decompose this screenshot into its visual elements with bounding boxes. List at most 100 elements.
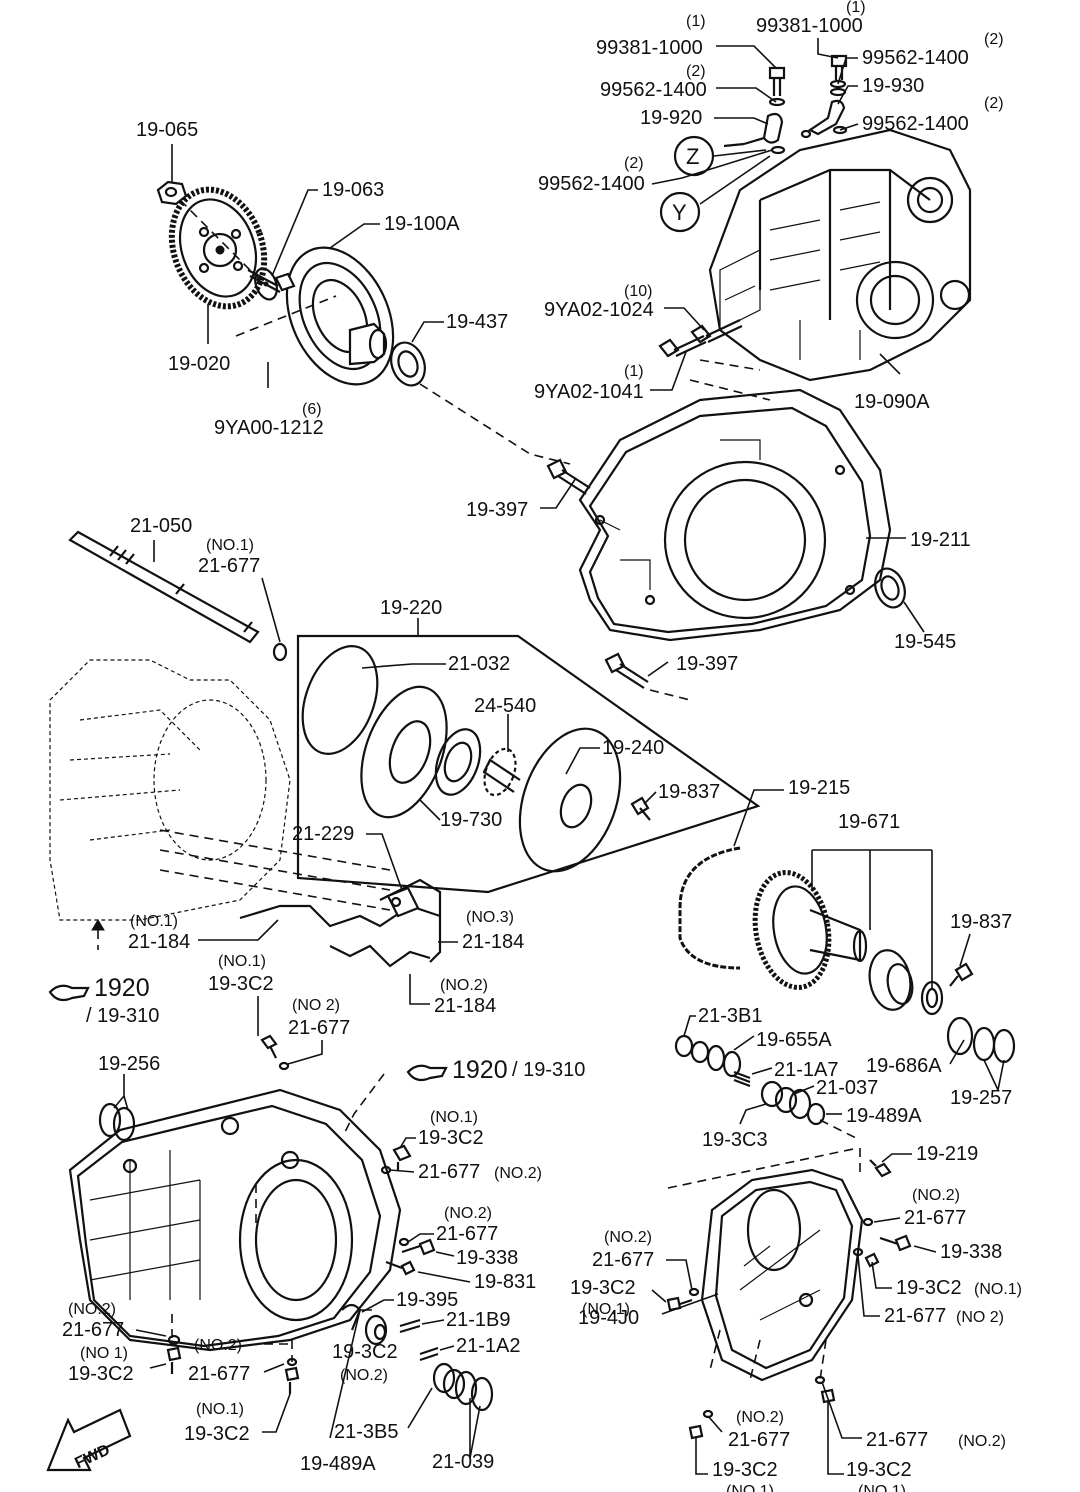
label-19-655a: 19-655A	[756, 1029, 832, 1051]
qty-21-677-d: (NO.2)	[736, 1409, 784, 1426]
label-21-032: 21-032	[448, 653, 510, 675]
label-19-220: 19-220	[380, 597, 442, 619]
dash-cover	[667, 1147, 861, 1381]
label-19-3c2-l-b: 19-3C2	[184, 1423, 250, 1445]
leader-21-677-l-b	[263, 1363, 285, 1373]
case-main-outline	[68, 1088, 402, 1352]
plug-19-3c2-l-a	[166, 1346, 182, 1374]
bolt-19-837-diff	[949, 962, 974, 987]
cover-flange	[714, 1180, 854, 1370]
dash-lower-plugs	[171, 1314, 293, 1362]
label-21-229: 21-229	[292, 823, 354, 845]
label-19-256: 19-256	[98, 1053, 160, 1075]
plug-19-3c2-c	[864, 1252, 880, 1268]
seal-19-257-b	[992, 1028, 1016, 1064]
label-99562-d: 99562-1400	[538, 173, 645, 195]
shaft-21-050	[68, 530, 260, 644]
leader-19-437	[411, 321, 444, 343]
ref-b-number: 1920	[452, 1056, 508, 1084]
washer-lower-left	[770, 145, 786, 155]
label-21-037: 21-037	[816, 1077, 878, 1099]
plug-19-3c2-d	[688, 1424, 704, 1440]
transaxle-body	[708, 128, 972, 382]
pipe-21-184-no2	[329, 944, 431, 968]
leader-21-1a7	[751, 1067, 773, 1075]
leader-19-686a	[949, 1039, 965, 1065]
label-21-677-l-a: 21-677	[62, 1319, 124, 1341]
oring-19-655a-a	[706, 1044, 726, 1072]
leader-99381-left	[716, 45, 777, 69]
leader-21-229	[366, 833, 403, 891]
leader-19-3c2-d	[695, 1438, 708, 1475]
label-19-065: 19-065	[136, 119, 198, 141]
label-19-063: 19-063	[322, 179, 384, 201]
plug-21-3b1	[674, 1034, 710, 1064]
leader-9ya02-1024	[664, 307, 705, 331]
label-9ya02-1024: 9YA02-1024	[544, 299, 654, 321]
cover-boss	[746, 1188, 802, 1272]
leader-19-730	[419, 799, 441, 821]
qty-21-677-r1: (NO.2)	[494, 1165, 542, 1182]
label-21-677-r2: 21-677	[436, 1223, 498, 1245]
leader-21-3b1	[683, 1015, 696, 1037]
label-19-831: 19-831	[474, 1271, 536, 1293]
converter-group	[156, 144, 571, 465]
label-21-184-no1: 21-184	[128, 931, 190, 953]
label-19-930: 19-930	[862, 75, 924, 97]
cover-19-730	[360, 685, 448, 819]
dash-bolt-397	[649, 689, 691, 701]
case-upper-ghost	[49, 659, 391, 921]
label-19-4j0: 19-4J0	[578, 1307, 639, 1329]
plug-19-3c2-top	[260, 1034, 278, 1059]
label-21-3b5: 21-3B5	[334, 1421, 399, 1443]
label-19-671: 19-671	[838, 811, 900, 833]
leader-21-677-top	[287, 1040, 323, 1065]
label-9ya00-1212: 9YA00-1212	[214, 417, 324, 439]
case-bore-inner	[254, 1178, 338, 1302]
plug-19-3c2-r1	[392, 1144, 412, 1170]
qty-99381-left: (1)	[686, 13, 706, 30]
leader-99562-left	[716, 87, 777, 103]
qty-19-3c2-l-b: (NO.1)	[196, 1401, 244, 1418]
housing-hole-2	[644, 594, 656, 606]
qty-21-677-r2: (NO.2)	[444, 1205, 492, 1222]
qty-19-3c2-l-a: (NO 1)	[80, 1345, 128, 1362]
label-21-677-no1: 21-677	[198, 555, 260, 577]
label-21-677-b: 21-677	[592, 1249, 654, 1271]
case-boss-2	[220, 1116, 240, 1136]
leader-z	[713, 149, 767, 157]
leader-21-677-l-a	[135, 1329, 167, 1337]
case-flange	[76, 1104, 382, 1348]
qty-99562-d: (2)	[624, 155, 644, 172]
leader-19-397-b	[647, 661, 669, 677]
leader-21-677-d	[707, 1415, 723, 1433]
plug-19-3c3	[760, 1080, 798, 1114]
plug-19-3c2-e	[820, 1388, 836, 1404]
qty-21-677-e: (NO.2)	[958, 1433, 1006, 1450]
pipes-group	[91, 833, 458, 1005]
qty-21-677-no1: (NO.1)	[206, 537, 254, 554]
leader-21-677-a	[873, 1217, 901, 1223]
leader-19-090a	[879, 353, 901, 375]
ring-21-677-top	[278, 1061, 290, 1071]
oring-21-032	[301, 645, 379, 755]
leader-21-037	[793, 1085, 815, 1095]
label-19-338-left: 19-338	[456, 1247, 518, 1269]
label-21-1a7: 21-1A7	[774, 1059, 839, 1081]
label-99562-b: 99562-1400	[600, 79, 707, 101]
leader-19-489a-b	[329, 1309, 372, 1439]
circle-z	[673, 135, 715, 177]
fitting-19-930	[800, 99, 846, 139]
leader-21-184-no1	[198, 919, 279, 941]
leader-21-184-no2	[409, 974, 430, 1005]
bolt-19-837-pump	[630, 796, 651, 821]
pump-kit-outline	[296, 634, 761, 894]
qty-21-677-a: (NO.2)	[912, 1187, 960, 1204]
label-19-3c2-r1: 19-3C2	[418, 1127, 484, 1149]
label-19-397-a: 19-397	[466, 499, 528, 521]
leader-21-677-r2	[407, 1233, 434, 1243]
qty-21-677-b: (NO.2)	[604, 1229, 652, 1246]
label-19-3c3: 19-3C3	[702, 1129, 768, 1151]
transaxle-assembly-group	[650, 38, 972, 401]
case-lower-left	[46, 996, 494, 1472]
